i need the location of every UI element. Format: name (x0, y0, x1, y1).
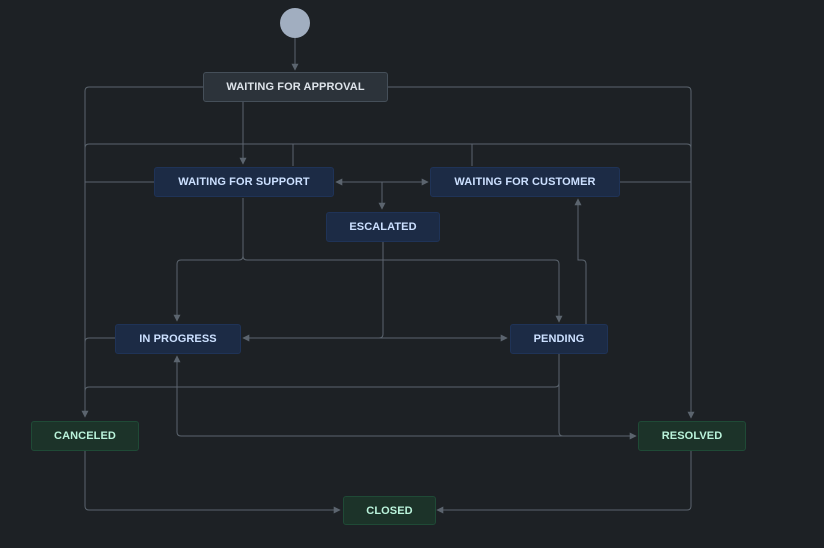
start-node-icon (280, 8, 310, 38)
transition-resolved-to-in-progress[interactable] (173, 355, 563, 437)
transition-pending-to-resolved[interactable] (558, 383, 637, 440)
status-canceled[interactable]: CANCELED (31, 421, 139, 451)
status-pending[interactable]: PENDING (510, 324, 608, 354)
status-label: PENDING (533, 333, 585, 345)
connector-top-loop (84, 143, 692, 149)
status-label: ESCALATED (349, 221, 417, 233)
status-label: WAITING FOR CUSTOMER (454, 176, 596, 188)
transition-support-to-in-progress[interactable] (173, 198, 244, 322)
status-in-progress[interactable]: IN PROGRESS (115, 324, 241, 354)
transition-escalated-to-in-progress[interactable] (242, 242, 384, 342)
status-label: IN PROGRESS (139, 333, 217, 345)
transition-resolved-to-closed[interactable] (436, 451, 692, 514)
status-label: CANCELED (54, 430, 116, 442)
status-waiting-for-approval[interactable]: WAITING FOR APPROVAL (203, 72, 388, 102)
status-waiting-for-support[interactable]: WAITING FOR SUPPORT (154, 167, 334, 197)
transition-approval-to-canceled[interactable] (81, 86, 203, 418)
status-closed[interactable]: CLOSED (343, 496, 436, 525)
status-waiting-for-customer[interactable]: WAITING FOR CUSTOMER (430, 167, 620, 197)
status-label: CLOSED (366, 504, 413, 517)
connector-in-progress-left (84, 337, 115, 343)
status-label: WAITING FOR SUPPORT (178, 176, 310, 188)
transition-canceled-to-closed[interactable] (84, 451, 341, 514)
connector-pending-to-canceled (84, 354, 560, 392)
status-label: WAITING FOR APPROVAL (226, 81, 365, 93)
status-label: RESOLVED (661, 430, 723, 442)
transition-support-to-pending[interactable] (242, 255, 563, 323)
transition-pending-to-customer[interactable] (574, 198, 587, 324)
status-resolved[interactable]: RESOLVED (638, 421, 746, 451)
transition-approval-to-resolved[interactable] (387, 86, 695, 419)
status-escalated[interactable]: ESCALATED (326, 212, 440, 242)
